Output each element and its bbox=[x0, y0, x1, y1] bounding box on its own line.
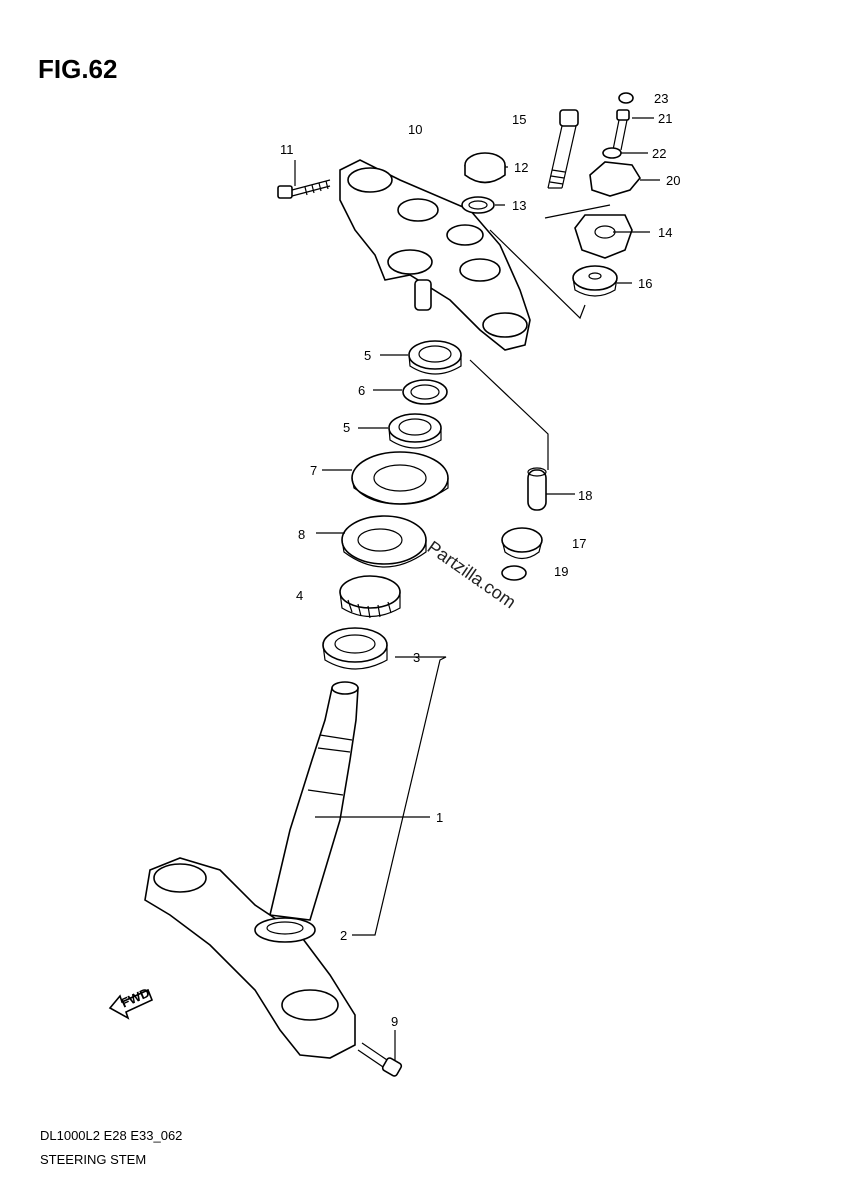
cover-8 bbox=[341, 515, 427, 568]
leader-lines bbox=[294, 117, 660, 1060]
steering-nut-upper bbox=[408, 340, 462, 375]
damper-17 bbox=[501, 527, 543, 560]
callout-9: 9 bbox=[391, 1014, 398, 1029]
figure-name: STEERING STEM bbox=[40, 1152, 147, 1167]
callout-2: 2 bbox=[340, 928, 347, 943]
bolt-11 bbox=[277, 179, 331, 199]
figure-title: FIG.62 bbox=[38, 54, 118, 84]
callout-6: 6 bbox=[358, 383, 365, 398]
holder-14 bbox=[574, 214, 633, 259]
callout-21: 21 bbox=[658, 111, 672, 126]
race-3 bbox=[322, 627, 388, 670]
callout-12: 12 bbox=[514, 160, 528, 175]
callout-16: 16 bbox=[638, 276, 652, 291]
leader-handlebar-group bbox=[489, 204, 611, 320]
pin-18 bbox=[527, 467, 547, 511]
cap-12 bbox=[464, 152, 506, 184]
bearing-4 bbox=[339, 575, 401, 619]
nut-19 bbox=[501, 565, 527, 581]
upper-bracket bbox=[339, 159, 531, 351]
steering-stem-1 bbox=[144, 681, 359, 1059]
callout-4: 4 bbox=[296, 588, 303, 603]
lock-washer-6 bbox=[402, 379, 448, 405]
callout-19: 19 bbox=[554, 564, 568, 579]
callout-14: 14 bbox=[658, 225, 672, 240]
callout-15: 15 bbox=[512, 112, 526, 127]
callout-8: 8 bbox=[298, 527, 305, 542]
bolt-21 bbox=[612, 109, 630, 151]
callout-18: 18 bbox=[578, 488, 592, 503]
figure-code: DL1000L2 E28 E33_062 bbox=[40, 1128, 183, 1143]
rubber-16 bbox=[572, 265, 618, 297]
washer-13 bbox=[461, 196, 495, 214]
leader-pin-line bbox=[469, 359, 549, 470]
callout-10: 10 bbox=[408, 122, 422, 137]
callout-5-upper: 5 bbox=[364, 348, 371, 363]
callout-5-lower: 5 bbox=[343, 420, 350, 435]
dust-seal-7 bbox=[351, 451, 449, 505]
fwd-arrow: FWD bbox=[108, 985, 154, 1020]
steering-nut-lower bbox=[388, 413, 442, 449]
callout-7: 7 bbox=[310, 463, 317, 478]
callout-3: 3 bbox=[413, 650, 420, 665]
callout-17: 17 bbox=[572, 536, 586, 551]
callout-13: 13 bbox=[512, 198, 526, 213]
callout-1: 1 bbox=[436, 810, 443, 825]
callout-22: 22 bbox=[652, 146, 666, 161]
washer-22 bbox=[602, 147, 622, 159]
holder-20 bbox=[589, 161, 641, 197]
bolt-15 bbox=[547, 109, 579, 189]
callout-20: 20 bbox=[666, 173, 680, 188]
callout-11: 11 bbox=[280, 142, 294, 157]
callout-23: 23 bbox=[654, 91, 668, 106]
bolt-9 bbox=[357, 1042, 403, 1077]
cap-23 bbox=[618, 92, 634, 104]
